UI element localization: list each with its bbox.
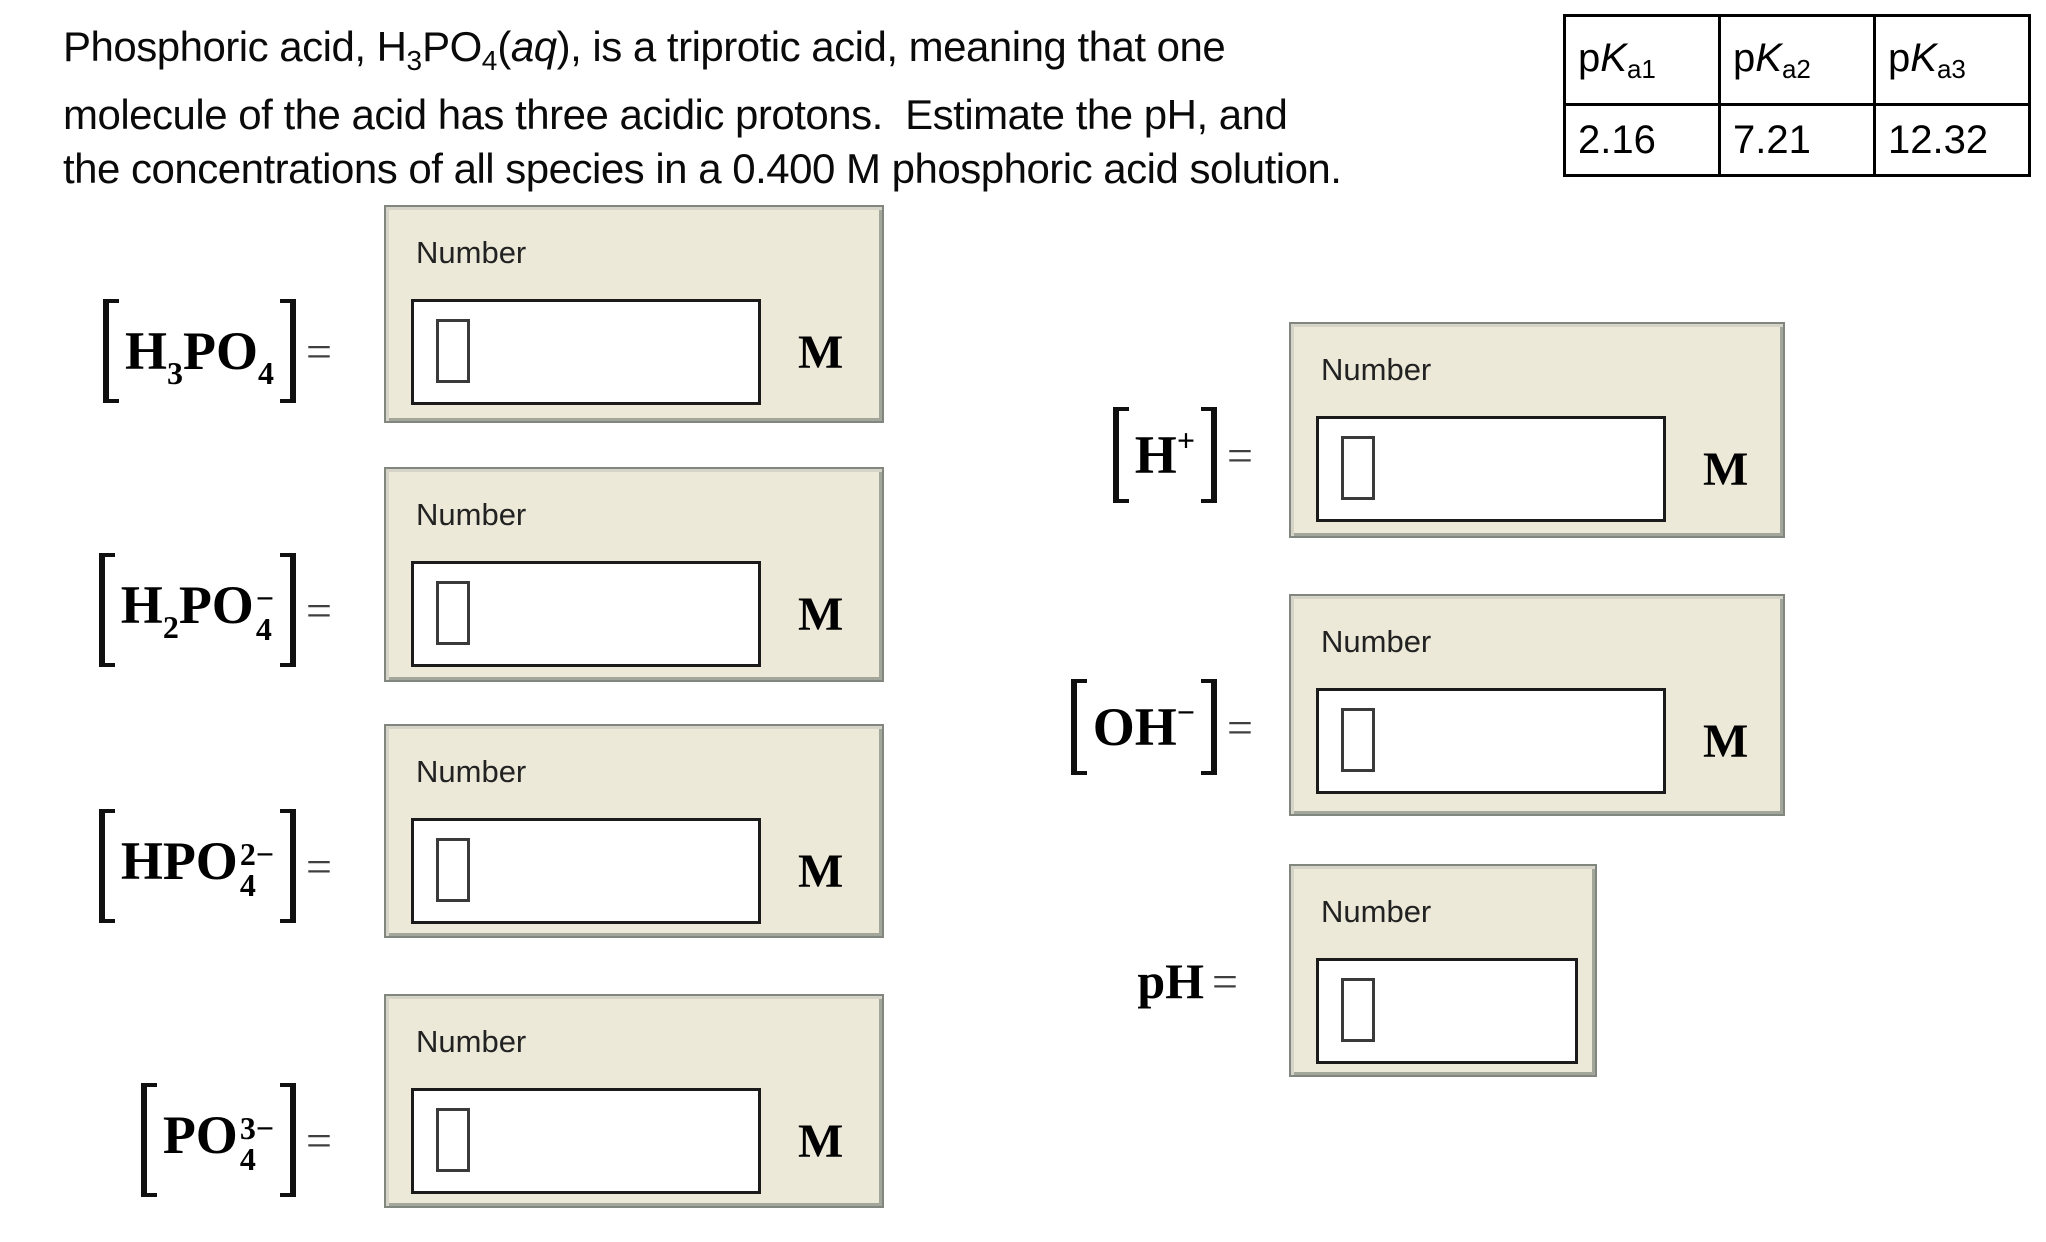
answer-input-ph[interactable]	[1316, 958, 1578, 1064]
left-bracket	[1070, 679, 1087, 775]
equals-sign: =	[306, 584, 332, 636]
unit-label: M	[798, 587, 844, 641]
pka-value-row: 2.16 7.21 12.32	[1563, 103, 2031, 177]
answer-input-hplus[interactable]	[1316, 416, 1666, 522]
answer-type-label: Number	[416, 497, 527, 532]
question-line-2: molecule of the acid has three acidic pr…	[63, 91, 1288, 138]
equals-sign: =	[1227, 701, 1253, 753]
answer-type-label: Number	[416, 754, 527, 789]
subscript: 3	[406, 45, 423, 76]
answer-type-label: Number	[416, 1024, 527, 1059]
answer-widget-h3po4: Number M	[384, 205, 884, 423]
right-bracket	[280, 1083, 297, 1197]
empty-answer-marker	[1341, 436, 1375, 500]
answer-type-label: Number	[1321, 624, 1432, 659]
superscript: +	[1176, 422, 1196, 458]
superscript: −	[1176, 694, 1196, 730]
right-bracket	[280, 809, 297, 923]
pka3-value: 12.32	[1873, 103, 2031, 177]
question-line-3: the concentrations of all species in a 0…	[63, 145, 1342, 192]
left-bracket	[140, 1083, 157, 1197]
subscript: a1	[1626, 53, 1656, 84]
answer-type-label: Number	[1321, 352, 1432, 387]
unit-label: M	[798, 1114, 844, 1168]
subscript: a2	[1781, 53, 1811, 84]
empty-answer-marker	[436, 581, 470, 645]
equals-sign: =	[306, 325, 332, 377]
superscript: −	[255, 579, 275, 616]
subscript: a3	[1936, 53, 1966, 84]
field-label-ph: pH =	[1137, 953, 1238, 1009]
answer-widget-h2po4: Number M	[384, 467, 884, 682]
unit-label: M	[1703, 714, 1749, 768]
field-label-h3po4: H3PO4 =	[60, 291, 332, 411]
answer-widget-ohminus: Number M	[1289, 594, 1785, 816]
subscript: 4	[481, 45, 498, 76]
italic-K: K	[1910, 35, 1937, 80]
answer-input-hpo4[interactable]	[411, 818, 761, 924]
pka1-value: 2.16	[1563, 103, 1721, 177]
pka-table: pKa1 pKa2 pKa3 2.16 7.21 12.32	[1563, 14, 2031, 177]
answer-type-label: Number	[416, 235, 527, 270]
empty-answer-marker	[1341, 978, 1375, 1042]
italic-K: K	[1600, 35, 1627, 80]
answer-input-h3po4[interactable]	[411, 299, 761, 405]
empty-answer-marker	[436, 319, 470, 383]
answer-widget-ph: Number	[1289, 864, 1597, 1077]
left-bracket	[98, 553, 115, 667]
left-bracket	[98, 809, 115, 923]
answer-widget-hplus: Number M	[1289, 322, 1785, 538]
answer-widget-po4: Number M	[384, 994, 884, 1208]
pka2-value: 7.21	[1718, 103, 1876, 177]
question-line-1: Phosphoric acid, H3PO4(aq), is a triprot…	[63, 23, 1226, 76]
subscript: 4	[239, 866, 256, 903]
pka2-header: pKa2	[1718, 14, 1876, 106]
unit-label: M	[1703, 442, 1749, 496]
empty-answer-marker	[1341, 708, 1375, 772]
aqueous-italic: aq	[510, 23, 557, 70]
empty-answer-marker	[436, 1108, 470, 1172]
answer-type-label: Number	[1321, 894, 1432, 929]
equals-sign: =	[306, 840, 332, 892]
charge-stack: −4	[255, 579, 275, 647]
question-text: Phosphoric acid, H3PO4(aq), is a triprot…	[63, 20, 1342, 196]
superscript: 3−	[239, 1109, 275, 1146]
left-bracket	[103, 299, 120, 403]
subscript: 4	[239, 1140, 256, 1177]
subscript: 2	[162, 609, 179, 646]
subscript: 3	[167, 355, 184, 391]
pka1-header: pKa1	[1563, 14, 1721, 106]
field-label-h2po4: H2PO−4 =	[60, 545, 332, 675]
equals-sign: =	[306, 1114, 332, 1166]
unit-label: M	[798, 325, 844, 379]
superscript: 2−	[239, 835, 275, 872]
empty-answer-marker	[436, 838, 470, 902]
right-bracket	[1201, 407, 1218, 503]
subscript: 4	[255, 610, 272, 647]
field-label-ohminus: OH− =	[1020, 667, 1253, 787]
left-bracket	[1112, 407, 1129, 503]
answer-input-po4[interactable]	[411, 1088, 761, 1194]
answer-widget-hpo4: Number M	[384, 724, 884, 938]
field-label-hplus: H+ =	[1020, 395, 1253, 515]
italic-K: K	[1755, 35, 1782, 80]
answer-input-h2po4[interactable]	[411, 561, 761, 667]
pka3-header: pKa3	[1873, 14, 2031, 106]
charge-stack: 2−4	[239, 835, 275, 903]
equals-sign: =	[1227, 429, 1253, 481]
unit-label: M	[798, 844, 844, 898]
answer-input-ohminus[interactable]	[1316, 688, 1666, 794]
right-bracket	[1201, 679, 1218, 775]
equals-sign: =	[1212, 955, 1238, 1007]
right-bracket	[280, 553, 297, 667]
pka-header-row: pKa1 pKa2 pKa3	[1563, 14, 2031, 106]
right-bracket	[280, 299, 297, 403]
subscript: 4	[258, 355, 275, 391]
charge-stack: 3−4	[239, 1109, 275, 1177]
